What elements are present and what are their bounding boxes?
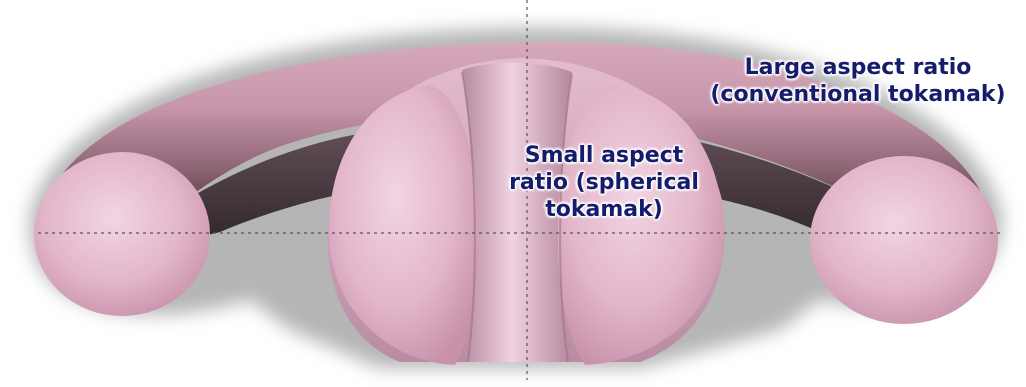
small-aspect-line-3: tokamak): [486, 196, 722, 223]
small-aspect-line-1: Small aspect: [486, 142, 722, 169]
small-aspect-ratio-label: Small aspect ratio (spherical tokamak): [486, 142, 722, 223]
small-aspect-line-2: ratio (spherical: [486, 169, 722, 196]
left-torus-section: [34, 152, 210, 316]
large-aspect-line-2: (conventional tokamak): [690, 81, 1026, 108]
right-torus-section: [810, 156, 998, 324]
large-aspect-ratio-label: Large aspect ratio (conventional tokamak…: [690, 54, 1026, 108]
large-aspect-line-1: Large aspect ratio: [690, 54, 1026, 81]
